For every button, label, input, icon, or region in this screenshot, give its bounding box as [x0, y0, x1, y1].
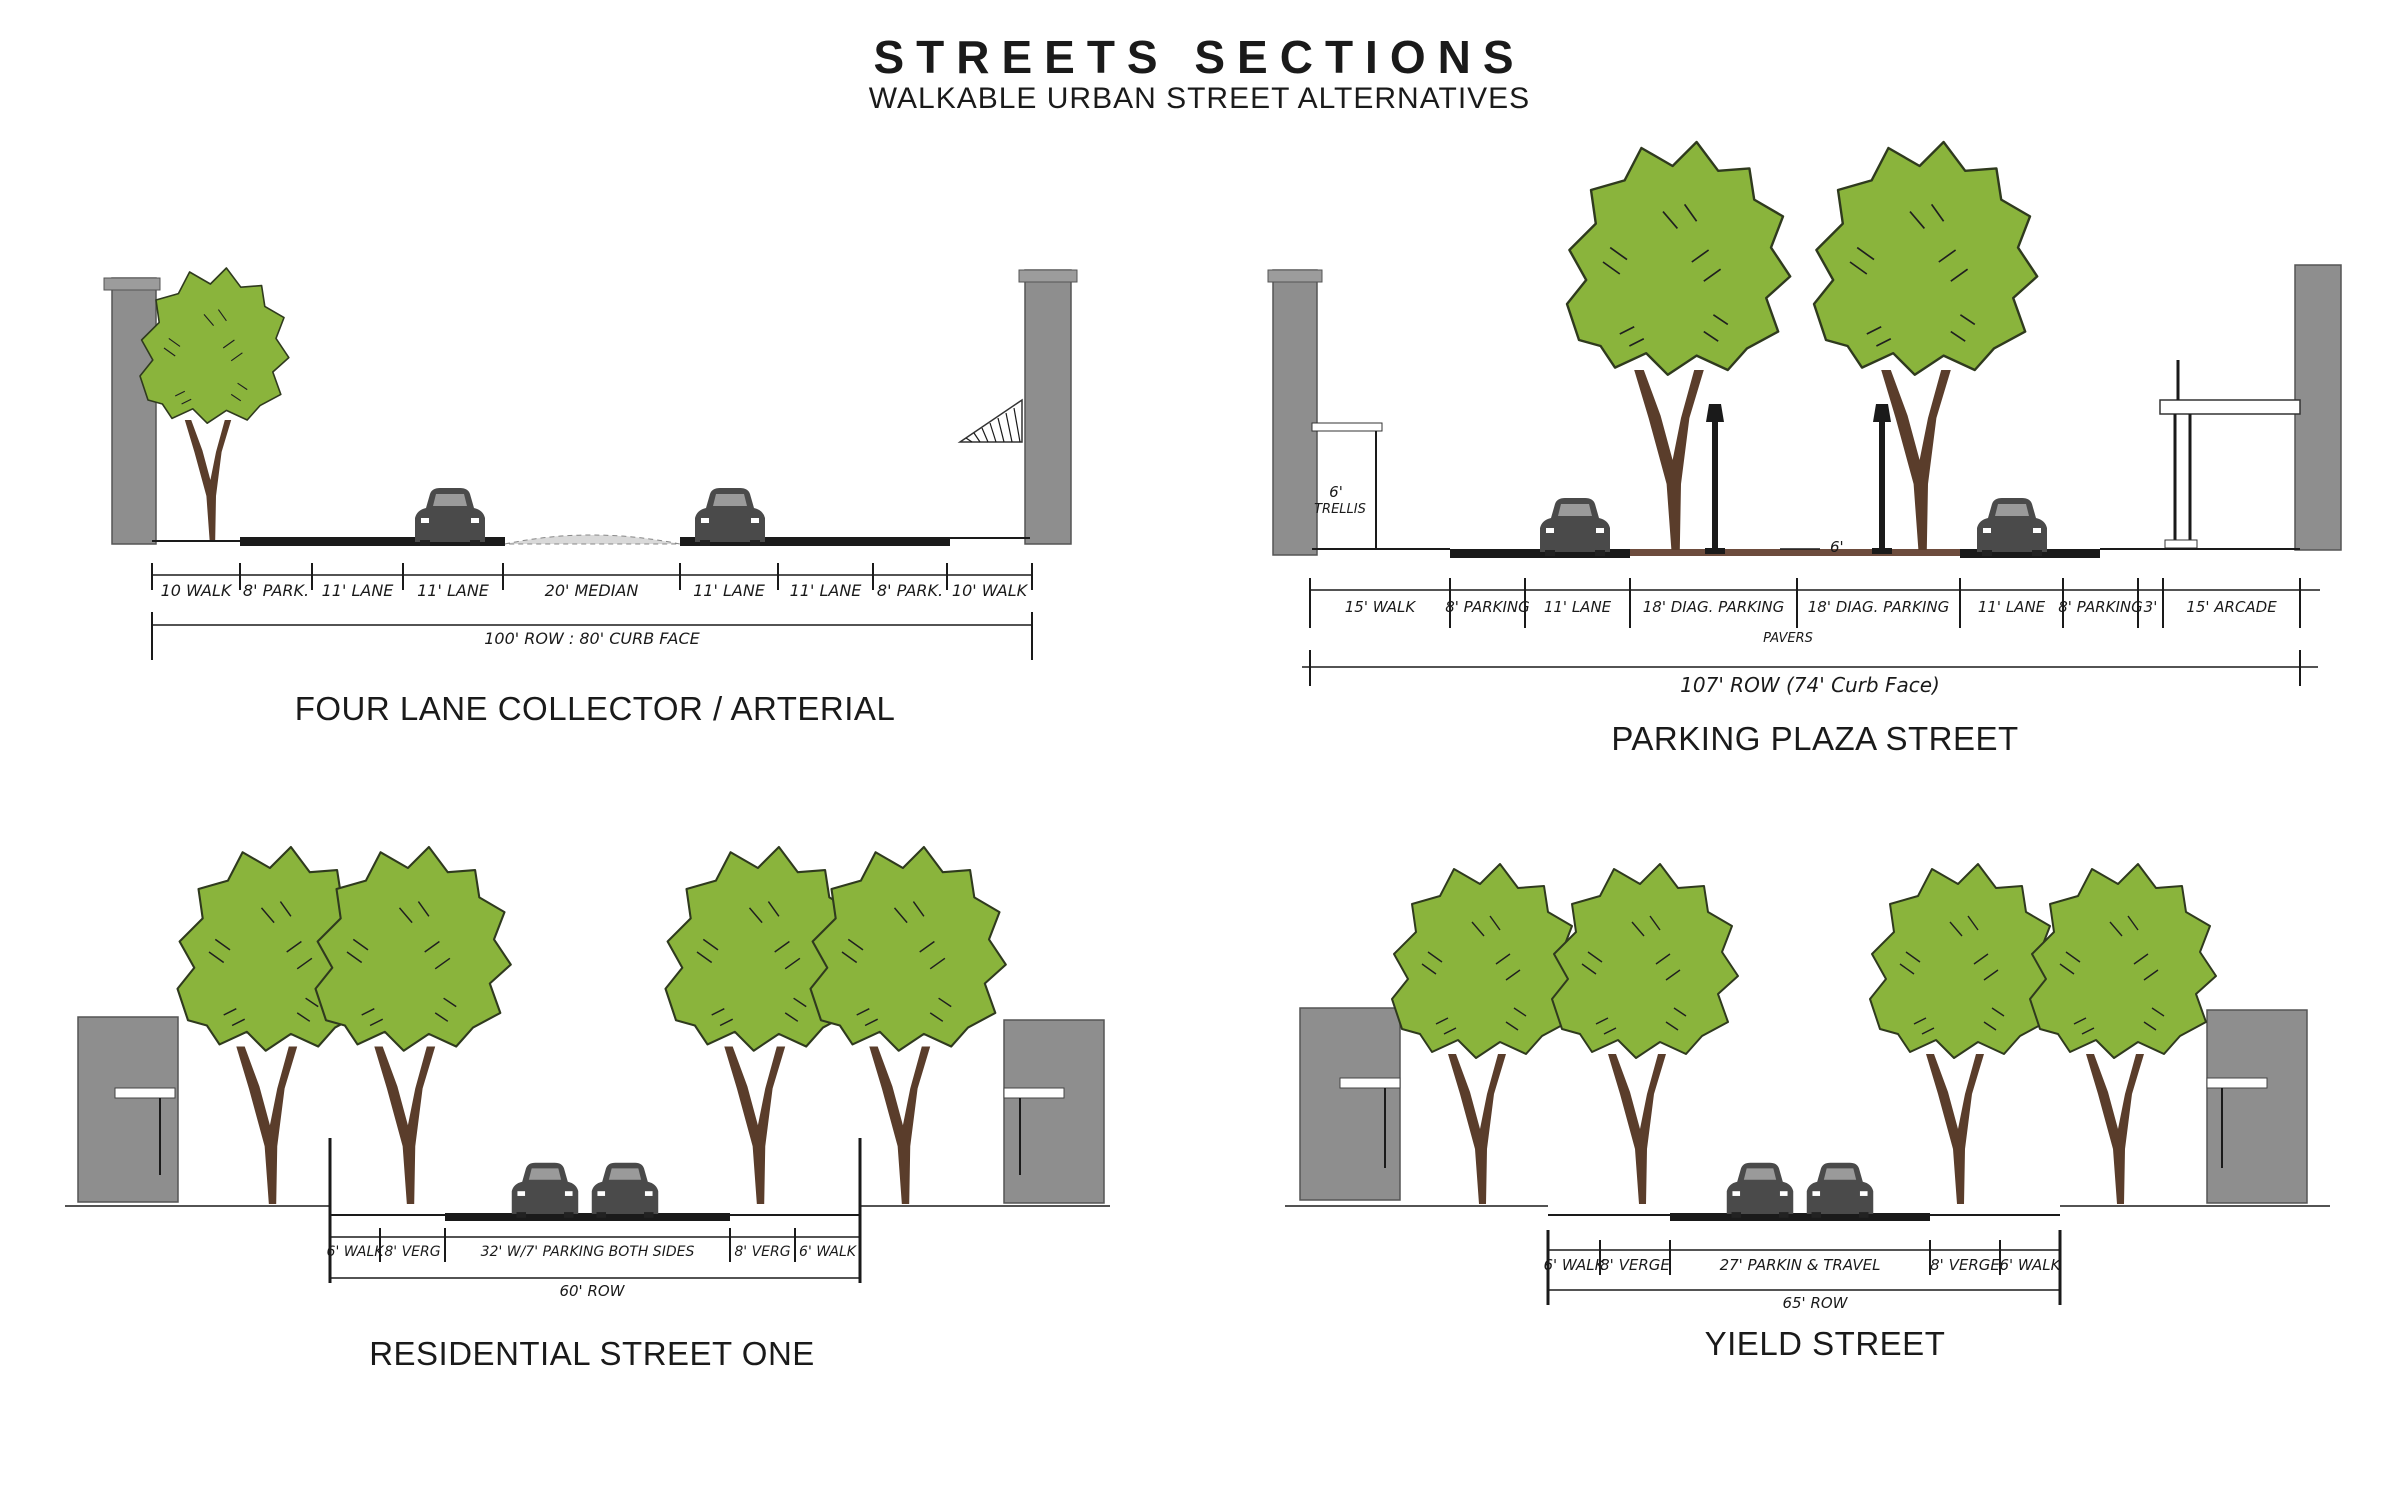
car-icon	[1726, 1162, 1794, 1218]
porch-roof	[1339, 1077, 1401, 1089]
yield-segment-label: 6' WALK	[1544, 1256, 1606, 1274]
section-title-four-lane: FOUR LANE COLLECTOR / ARTERIAL	[294, 690, 896, 727]
residential-segment-label: 6' WALK	[327, 1244, 386, 1260]
tree-icon	[314, 845, 512, 1206]
trellis-label: TRELLIS	[1314, 502, 1366, 517]
awning-stripe	[981, 427, 989, 443]
residential-segment-label: 8' VERG	[384, 1244, 440, 1260]
car-icon	[1977, 498, 2047, 556]
four-lane-segment-label: 10' WALK	[952, 581, 1029, 600]
tree-icon	[1812, 140, 2039, 552]
four-lane-segment-label: 10 WALK	[161, 581, 233, 600]
parking-plaza-sub-label: PAVERS	[1763, 631, 1813, 646]
yield-segment-label: 8' VERGE	[1930, 1256, 2000, 1274]
house-right	[2206, 1009, 2308, 1204]
roadway-left	[240, 537, 505, 546]
section-title-parking-plaza: PARKING PLAZA STREET	[1611, 720, 2019, 757]
yield-segment-label: 27' PARKIN & TRAVEL	[1720, 1256, 1881, 1274]
house-left	[1299, 1007, 1401, 1201]
awning-stripe	[1013, 407, 1021, 443]
porch-roof	[1003, 1087, 1065, 1099]
residential-segment-label: 6' WALK	[799, 1244, 858, 1260]
roadway	[1670, 1213, 1930, 1221]
car-icon	[695, 488, 765, 546]
awning-stripe	[973, 432, 981, 443]
arcade-roof	[2159, 399, 2301, 415]
street-lamp-icon	[1705, 404, 1725, 554]
building-right	[2294, 264, 2342, 551]
parking-plaza-segment-label: 18' DIAG. PARKING	[1808, 598, 1949, 616]
column-base	[2164, 539, 2198, 549]
car-icon	[591, 1162, 659, 1218]
cornice	[1018, 269, 1078, 283]
parking-plaza-segment-label: 18' DIAG. PARKING	[1643, 598, 1784, 616]
four-lane-segment-label: 11' LANE	[322, 581, 395, 600]
four-lane-segment-label: 11' LANE	[790, 581, 863, 600]
four-lane-total: 100' ROW : 80' CURB FACE	[484, 629, 700, 648]
trellis-dim-label: 6'	[1329, 483, 1343, 501]
page-title: STREETS SECTIONS	[873, 31, 1526, 83]
pavers	[1630, 549, 1960, 556]
house-left	[77, 1016, 179, 1203]
tree-icon	[2029, 863, 2217, 1205]
residential-segment-label: 8' VERG	[734, 1244, 790, 1260]
porch-roof	[2206, 1077, 2268, 1089]
roadway	[445, 1213, 730, 1221]
residential-segment-label: 32' W/7' PARKING BOTH SIDES	[481, 1244, 695, 1260]
parking-plaza-segment-label: 8' PARKING	[2058, 598, 2143, 616]
four-lane-segment-label: 11' LANE	[693, 581, 766, 600]
parking-plaza-segment-label: 8' PARKING	[1445, 598, 1530, 616]
median	[504, 534, 681, 545]
car-icon	[1806, 1162, 1874, 1218]
section-title-yield: YIELD STREET	[1704, 1325, 1946, 1362]
parking-plaza-segment-label: 15' WALK	[1345, 598, 1417, 616]
awning-stripe	[997, 417, 1005, 443]
car-icon	[1540, 498, 1610, 556]
cornice	[103, 277, 161, 291]
yield-total: 65' ROW	[1782, 1294, 1848, 1312]
street-lamp-icon	[1872, 404, 1892, 554]
section-title-residential: RESIDENTIAL STREET ONE	[369, 1335, 815, 1372]
trellis	[1311, 422, 1383, 432]
yield-segment-label: 6' WALK	[2000, 1256, 2062, 1274]
parking-plaza-segment-label: 3'	[2144, 598, 2158, 616]
parking-plaza-segment-label: 15' ARCADE	[2186, 598, 2277, 616]
yield-segment-label: 8' VERGE	[1600, 1256, 1670, 1274]
four-lane-segment-label: 8' PARK.	[877, 581, 943, 600]
car-icon	[415, 488, 485, 546]
four-lane-segment-label: 11' LANE	[417, 581, 490, 600]
building-right	[1024, 269, 1072, 545]
car-icon	[511, 1162, 579, 1218]
awning	[957, 398, 1023, 443]
page-subtitle: WALKABLE URBAN STREET ALTERNATIVES	[868, 82, 1531, 115]
parking-plaza-segment-label: 11' LANE	[1544, 598, 1612, 616]
four-lane-segment-label: 8' PARK.	[243, 581, 309, 600]
roadway-right	[680, 537, 950, 546]
awning-stripe	[1005, 412, 1013, 443]
building-left	[1272, 269, 1318, 556]
tree-icon	[1565, 140, 1792, 552]
parking-plaza-segment-label: 11' LANE	[1978, 598, 2046, 616]
tree-icon	[1551, 863, 1739, 1205]
tree-icon	[664, 845, 862, 1206]
cornice	[1267, 269, 1323, 283]
building-left	[111, 277, 157, 545]
roadway-right	[1960, 549, 2100, 558]
roadway-left	[1450, 549, 1630, 558]
tree-icon	[1391, 863, 1579, 1205]
tree-icon	[809, 845, 1007, 1206]
tree-icon	[1869, 863, 2057, 1205]
parking-plaza-total: 107' ROW (74' Curb Face)	[1680, 673, 1940, 697]
awning-stripe	[989, 422, 997, 443]
tree-icon	[139, 267, 290, 541]
four-lane-segment-label: 20' MEDIAN	[545, 581, 639, 600]
residential-total: 60' ROW	[559, 1282, 625, 1300]
awning-stripe	[965, 437, 973, 443]
parking-plaza-dim-6: 6'	[1830, 538, 1844, 556]
porch-roof	[114, 1087, 176, 1099]
